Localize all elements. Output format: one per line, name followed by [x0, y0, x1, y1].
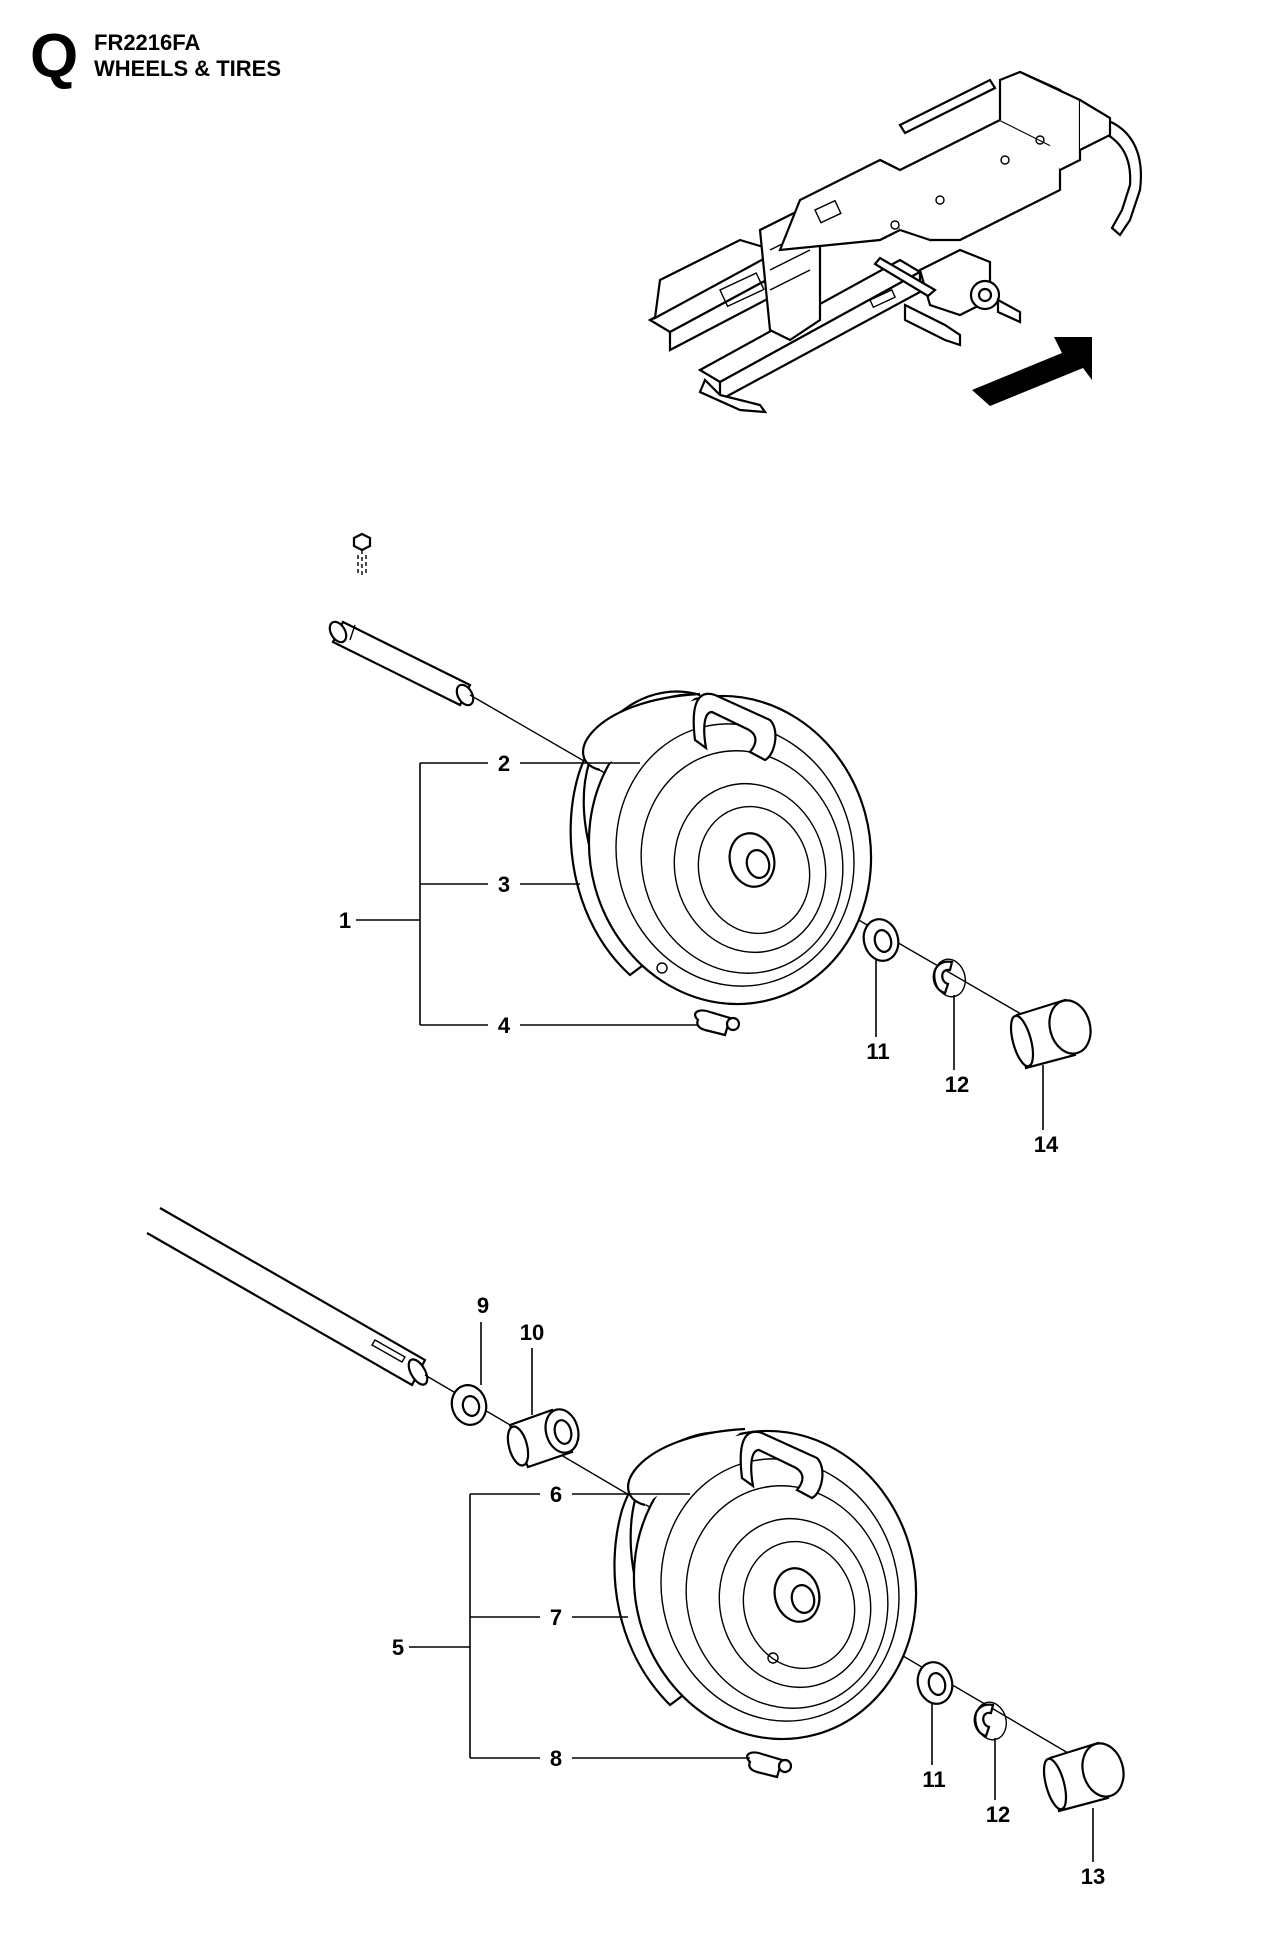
rear-spacer-washer	[450, 1384, 488, 1426]
rear-hub-cap	[1042, 1741, 1125, 1813]
rear-wheel-assembly	[146, 1207, 1125, 1813]
bolt	[352, 532, 372, 575]
callout-14: 14	[1034, 1132, 1059, 1157]
callout-13: 13	[1081, 1864, 1105, 1889]
callout-11-rear: 11	[922, 1767, 945, 1792]
rear-bushing	[506, 1408, 580, 1469]
front-leader-lines	[356, 762, 1044, 1130]
callout-2: 2	[498, 751, 510, 776]
rear-washer	[916, 1661, 954, 1705]
callout-9: 9	[477, 1293, 489, 1318]
callout-8: 8	[550, 1746, 562, 1771]
callout-1: 1	[339, 908, 351, 933]
rear-valve-stem	[746, 1751, 793, 1779]
rear-axle-shaft	[146, 1207, 429, 1387]
front-washer	[862, 918, 900, 962]
callout-11-front: 11	[866, 1039, 889, 1064]
callout-numbers: 1 2 3 4 11 12 14 9 10 5 6 7 8 11 12 13	[339, 751, 1105, 1889]
callout-12-front: 12	[945, 1072, 969, 1097]
front-retaining-clip	[932, 958, 967, 998]
direction-arrow-icon	[972, 337, 1092, 406]
callout-7: 7	[550, 1605, 562, 1630]
tractor-frame-overview	[647, 70, 1142, 414]
callout-3: 3	[498, 872, 510, 897]
model-number: FR2216FA	[94, 30, 201, 55]
callout-4: 4	[498, 1013, 511, 1038]
callout-5: 5	[392, 1635, 404, 1660]
callout-10: 10	[520, 1320, 544, 1345]
section-letter: Q	[30, 22, 79, 91]
section-title: WHEELS & TIRES	[94, 56, 282, 81]
rear-wheel-tire	[613, 1427, 918, 1741]
front-valve-stem	[694, 1009, 741, 1037]
rear-retaining-clip	[973, 1701, 1008, 1741]
front-wheel-assembly	[328, 532, 1092, 1070]
callout-12-rear: 12	[986, 1802, 1010, 1827]
rear-leader-lines	[409, 1322, 1094, 1862]
callout-6: 6	[550, 1482, 562, 1507]
front-hub-cap	[1009, 998, 1092, 1070]
front-axle-pin	[328, 620, 475, 707]
front-wheel-tire	[569, 690, 873, 1006]
